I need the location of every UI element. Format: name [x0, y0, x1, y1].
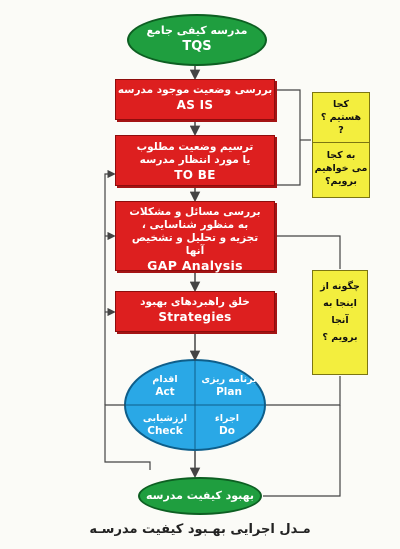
q1-line3: به کجا — [326, 150, 356, 161]
right-connector-top — [276, 89, 301, 186]
q1-line1: کجا — [333, 99, 349, 110]
step-strategies-en: Strategies — [158, 310, 232, 324]
question-box-where: کجا هستیم ؟ ? به کجا می خواهیم برویم؟ — [312, 92, 370, 198]
question-separator — [313, 142, 369, 143]
q1-line4: می خواهیم — [314, 163, 368, 174]
pdca-act: اقدام Act — [136, 373, 194, 399]
diagram-caption: مـدل اجرایی بهـبود کیفیت مدرسـه — [89, 522, 311, 537]
q1-line2: هستیم ؟ — [320, 112, 362, 123]
q2-line2: اینجا به — [323, 298, 357, 309]
start-oval-tqs: مدرسه کیفی جامع TQS — [127, 14, 267, 66]
pdca-do-fa: اجراء — [214, 413, 240, 424]
q1-mark: ? — [338, 125, 344, 136]
step-as-is-box: بررسی وضعیت موجود مدرسه AS IS — [115, 79, 275, 120]
end-title-fa: بهبود کیفیت مدرسه — [145, 489, 254, 502]
pdca-plan-en: Plan — [216, 386, 242, 398]
pdca-do: اجراء Do — [198, 412, 256, 438]
right-connector-pdca — [266, 376, 341, 406]
q1-line5: برویم؟ — [325, 176, 357, 187]
pdca-act-fa: اقدام — [152, 374, 178, 385]
pdca-check: ارزشیابی Check — [136, 412, 194, 438]
step-strategies-box: خلق راهبردهای بهبود Strategies — [115, 291, 275, 332]
feedback-loop-line — [104, 404, 151, 470]
step-to-be-fa: ترسیم وضعیت مطلوب یا مورد انتظار مدرسه — [136, 141, 254, 166]
pdca-act-en: Act — [155, 386, 175, 398]
step-as-is-fa: بررسی وضعیت موجود مدرسه — [117, 84, 273, 96]
pdca-check-en: Check — [147, 425, 183, 437]
step-gap-analysis-box: بررسی مسائل و مشکلات به منظور شناسایی ، … — [115, 201, 275, 273]
question-box-how: چگونه از اینجا به آنجا برویم ؟ — [312, 270, 368, 375]
pdca-plan: برنامه ریزی Plan — [198, 373, 260, 399]
start-title-fa: مدرسه کیفی جامع — [146, 24, 248, 37]
pdca-do-en: Do — [219, 425, 235, 437]
step-gap-analysis-fa: بررسی مسائل و مشکلات به منظور شناسایی ، … — [129, 206, 261, 257]
right-connector-bottom — [276, 235, 341, 269]
step-to-be-box: ترسیم وضعیت مطلوب یا مورد انتظار مدرسه T… — [115, 135, 275, 186]
right-connector-end — [263, 405, 341, 497]
pdca-check-fa: ارزشیابی — [142, 413, 188, 424]
step-as-is-en: AS IS — [176, 98, 214, 112]
step-to-be-en: TO BE — [174, 168, 216, 182]
q2-line1: چگونه از — [320, 281, 360, 292]
start-title-en: TQS — [182, 39, 212, 54]
end-oval-quality: بهبود کیفیت مدرسه — [138, 477, 262, 515]
pdca-plan-fa: برنامه ریزی — [201, 374, 257, 385]
step-gap-analysis-en: GAP Analysis — [147, 258, 243, 273]
feedback-to-tobe — [104, 169, 116, 405]
q2-line4: برویم ؟ — [322, 332, 358, 343]
q2-line3: آنجا — [331, 315, 349, 326]
step-strategies-fa: خلق راهبردهای بهبود — [140, 296, 250, 308]
